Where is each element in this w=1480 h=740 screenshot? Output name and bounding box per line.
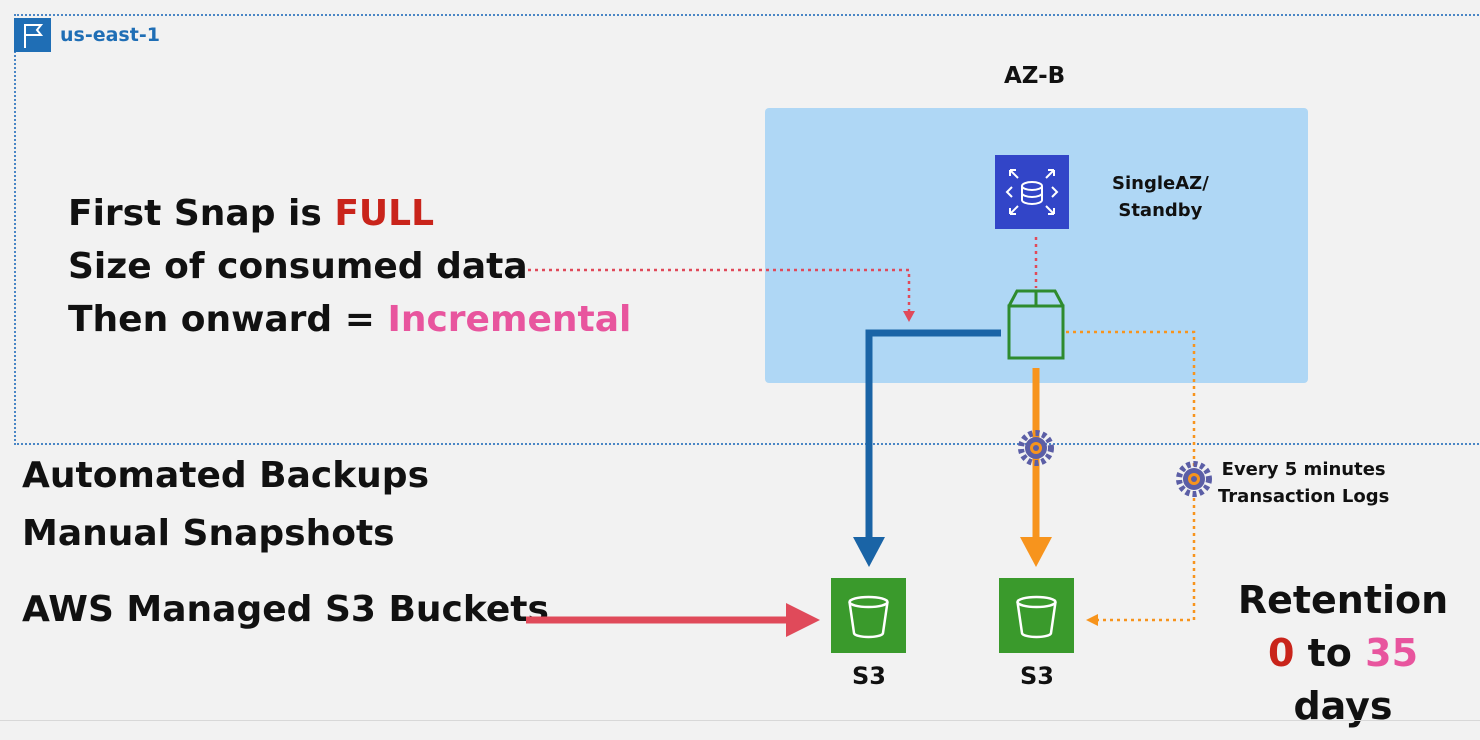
schedule-line1: Every 5 minutes	[1221, 459, 1386, 480]
az-note: SingleAZ/ Standby	[1112, 170, 1209, 224]
incremental-highlight: Incremental	[387, 299, 632, 340]
managed-buckets-text: AWS Managed S3 Buckets	[22, 589, 549, 630]
s3-label: S3	[1020, 662, 1054, 690]
retention-unit: days	[1293, 684, 1393, 728]
az-label: AZ-B	[1004, 63, 1066, 89]
full-highlight: FULL	[334, 193, 435, 234]
red-arrowhead	[786, 603, 820, 637]
retention-max: 35	[1365, 631, 1419, 675]
s3-bucket-icon	[999, 578, 1074, 653]
first-snap-text: First Snap is FULL	[68, 193, 434, 234]
rds-database-icon	[995, 155, 1069, 229]
gear-icon	[1018, 430, 1054, 466]
retention-range: 0 to 35 days	[1228, 627, 1458, 733]
blue-arrowhead	[853, 537, 885, 567]
region-boundary	[14, 14, 1480, 445]
incremental-prefix: Then onward =	[68, 299, 388, 340]
schedule-note: Every 5 minutes Transaction Logs	[1218, 456, 1389, 510]
orange-dotted-arrowhead	[1086, 614, 1098, 626]
region-label: us-east-1	[60, 24, 160, 46]
az-note-line2: Standby	[1118, 200, 1203, 221]
orange-arrowhead	[1020, 537, 1052, 567]
automated-backups-text: Automated Backups	[22, 455, 430, 496]
consumed-size-text: Size of consumed data	[68, 246, 528, 287]
retention-min: 0	[1267, 631, 1295, 675]
blue-backup-arrow	[865, 329, 1001, 543]
snapshot-box-icon	[1007, 289, 1065, 360]
orange-dotted-log-arrow	[1066, 330, 1196, 622]
s3-bucket-icon	[831, 578, 906, 653]
manual-snapshots-text: Manual Snapshots	[22, 513, 395, 554]
flag-icon	[14, 18, 51, 52]
gear-icon	[1176, 461, 1212, 497]
retention-block: Retention 0 to 35 days	[1228, 574, 1458, 733]
pink-connector-arrowhead	[903, 311, 915, 322]
first-snap-prefix: First Snap is	[68, 193, 335, 234]
incremental-text: Then onward = Incremental	[68, 299, 631, 340]
pink-dotted-connector	[528, 268, 911, 316]
schedule-line2: Transaction Logs	[1218, 486, 1390, 507]
s3-label: S3	[852, 662, 886, 690]
az-note-line1: SingleAZ/	[1112, 173, 1209, 194]
retention-title: Retention	[1237, 578, 1449, 622]
retention-middle: to	[1294, 631, 1366, 675]
bottom-divider	[0, 720, 1480, 721]
